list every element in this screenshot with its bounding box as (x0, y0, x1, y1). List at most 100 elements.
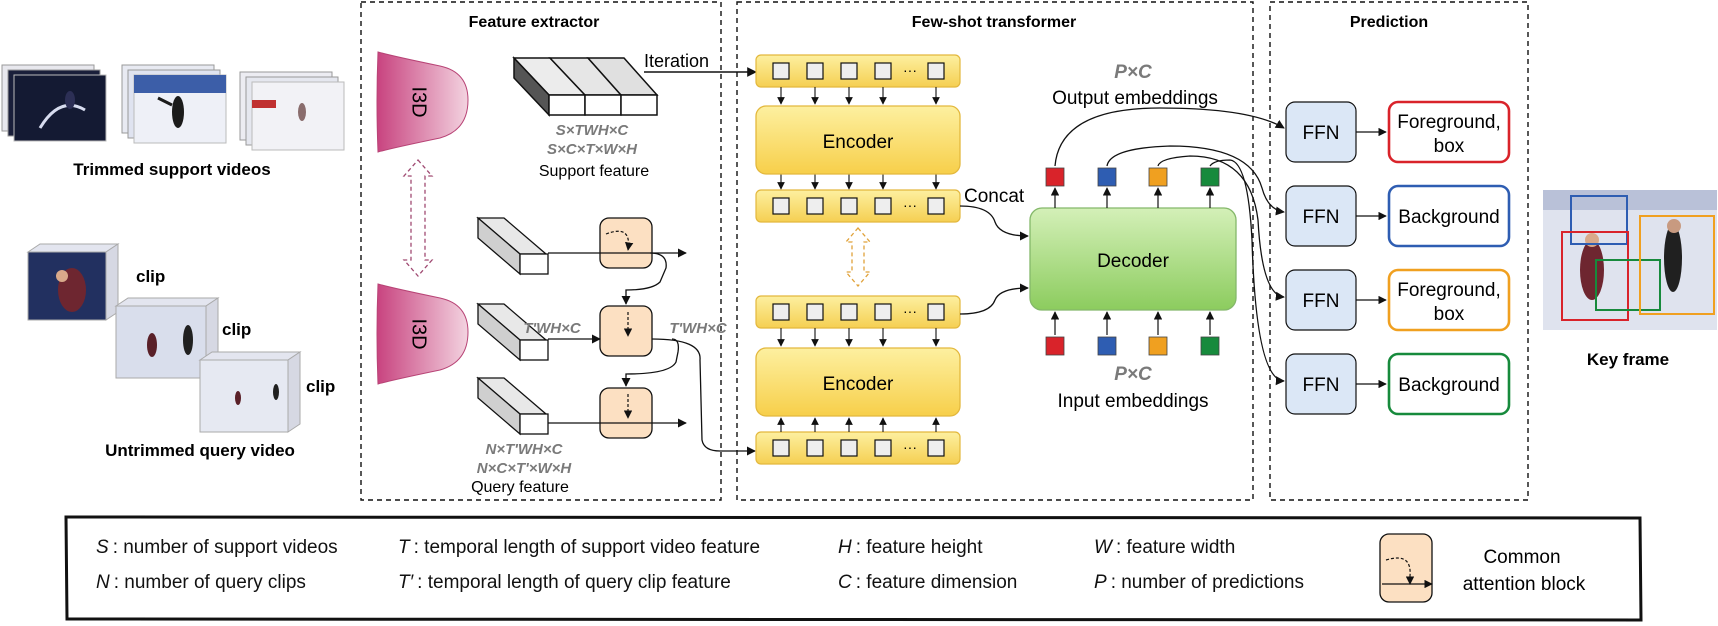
output-embedding (1200, 167, 1220, 187)
attention-block-1 (599, 217, 653, 269)
query-tensor-1 (476, 216, 549, 276)
legend-frame (64, 515, 1643, 622)
feature-extractor-title: Feature extractor (469, 14, 600, 31)
query-clip-3: clip (198, 351, 335, 433)
token (840, 197, 858, 215)
support-video-stack-1 (1, 64, 107, 142)
legend-description: : number of predictions (1111, 572, 1304, 593)
support-video-stack-3 (239, 71, 345, 151)
legend-symbol: H (838, 537, 852, 558)
query-dims-inline: T'WH×C (523, 320, 581, 337)
legend-attention-label-1: Common (1483, 547, 1560, 568)
query-video-label: Untrimmed query video (105, 441, 295, 460)
token (772, 62, 790, 80)
token (806, 197, 824, 215)
legend-symbol: W (1094, 537, 1114, 558)
shared-weights-arrow-i3d (402, 159, 434, 277)
legend-item: T′: temporal length of query clip featur… (398, 572, 731, 593)
token (840, 62, 858, 80)
concat-arrow-bottom (959, 283, 1029, 315)
legend-item: C: feature dimension (838, 572, 1017, 593)
shared-weights-arrow-encoder (844, 227, 872, 287)
output-dims: P×C (1114, 62, 1152, 83)
legend-symbol: T (398, 537, 411, 558)
support-dims-1: S×TWH×C (556, 122, 630, 139)
legend-item: P: number of predictions (1094, 572, 1304, 593)
legend-description: : temporal length of support video featu… (414, 537, 760, 558)
token (874, 197, 892, 215)
input-embedding (1045, 336, 1065, 356)
token (806, 303, 824, 321)
query-dims-1: N×T'WH×C (486, 441, 564, 458)
key-frame (1543, 190, 1717, 330)
support-encoder: Encoder (755, 105, 961, 175)
embedding-to-ffn-arrow (1209, 159, 1285, 386)
token (927, 197, 945, 215)
token-ellipsis: ··· (903, 439, 917, 455)
feature-extractor-connectors (548, 248, 756, 456)
clip-label-1: clip (136, 267, 165, 286)
i3d-label-top: I3D (408, 86, 430, 117)
query-tensor-2 (476, 302, 549, 362)
output-embeddings-label: Output embeddings (1052, 88, 1218, 109)
input-dims: P×C (1114, 364, 1152, 385)
legend-item: N: number of query clips (96, 572, 306, 593)
support-videos: Trimmed support videos (1, 64, 345, 179)
prediction-output-box (1387, 352, 1511, 416)
query-dims-out: T'WH×C (669, 320, 727, 337)
legend-symbol: T′ (398, 572, 415, 593)
ffn-label: FFN (1303, 375, 1340, 396)
token (806, 62, 824, 80)
token (806, 439, 824, 457)
legend-symbol: C (838, 572, 852, 593)
support-video-stack-2 (121, 64, 227, 144)
query-dims-2: N×C×T'×W×H (477, 460, 573, 477)
token (927, 303, 945, 321)
legend-description: : number of support videos (113, 537, 338, 558)
legend-description: : temporal length of query clip feature (417, 572, 731, 593)
token-ellipsis: ··· (903, 303, 917, 319)
token (874, 303, 892, 321)
key-frame-box-green (1595, 259, 1661, 311)
support-dims-2: S×C×T×W×H (547, 141, 638, 158)
query-output-token-row: ··· (755, 295, 961, 347)
query-clip-2: clip (114, 297, 251, 379)
legend-description: : feature dimension (856, 572, 1018, 593)
clip-label-3: clip (306, 377, 335, 396)
prediction-output-label: Background (1398, 375, 1499, 396)
support-feature-label: Support feature (539, 163, 649, 180)
embedding-to-ffn-arrow (1157, 155, 1285, 301)
embedding-to-ffn-arrow (1054, 107, 1285, 167)
support-videos-label: Trimmed support videos (73, 160, 270, 179)
clip-label-2: clip (222, 320, 251, 339)
input-embedding (1200, 336, 1220, 356)
few-shot-transformer-title: Few-shot transformer (912, 14, 1076, 31)
feature-extractor-panel (360, 1, 722, 501)
query-video: clip clip clip Untrimmed query video (26, 243, 335, 460)
prediction-output-box (1387, 100, 1511, 164)
i3d-support: I3D (376, 51, 469, 153)
legend-item: W: feature width (1094, 537, 1235, 558)
token-ellipsis: ··· (903, 197, 917, 213)
token (772, 197, 790, 215)
prediction-output-label: Foreground, (1397, 112, 1501, 133)
decoder-label: Decoder (1097, 251, 1169, 272)
token (927, 439, 945, 457)
prediction-head: FFN Background (1285, 352, 1511, 416)
embedding-to-ffn-arrow (1106, 145, 1285, 216)
key-frame-box-red (1561, 231, 1629, 321)
key-frame-box-orange (1639, 215, 1715, 315)
iteration-label: Iteration (644, 51, 709, 71)
token (840, 439, 858, 457)
key-frame-label: Key frame (1587, 350, 1669, 369)
prediction-output-label-2: box (1434, 136, 1465, 157)
legend-description: : feature width (1116, 537, 1235, 558)
query-tensor-3 (476, 376, 549, 436)
